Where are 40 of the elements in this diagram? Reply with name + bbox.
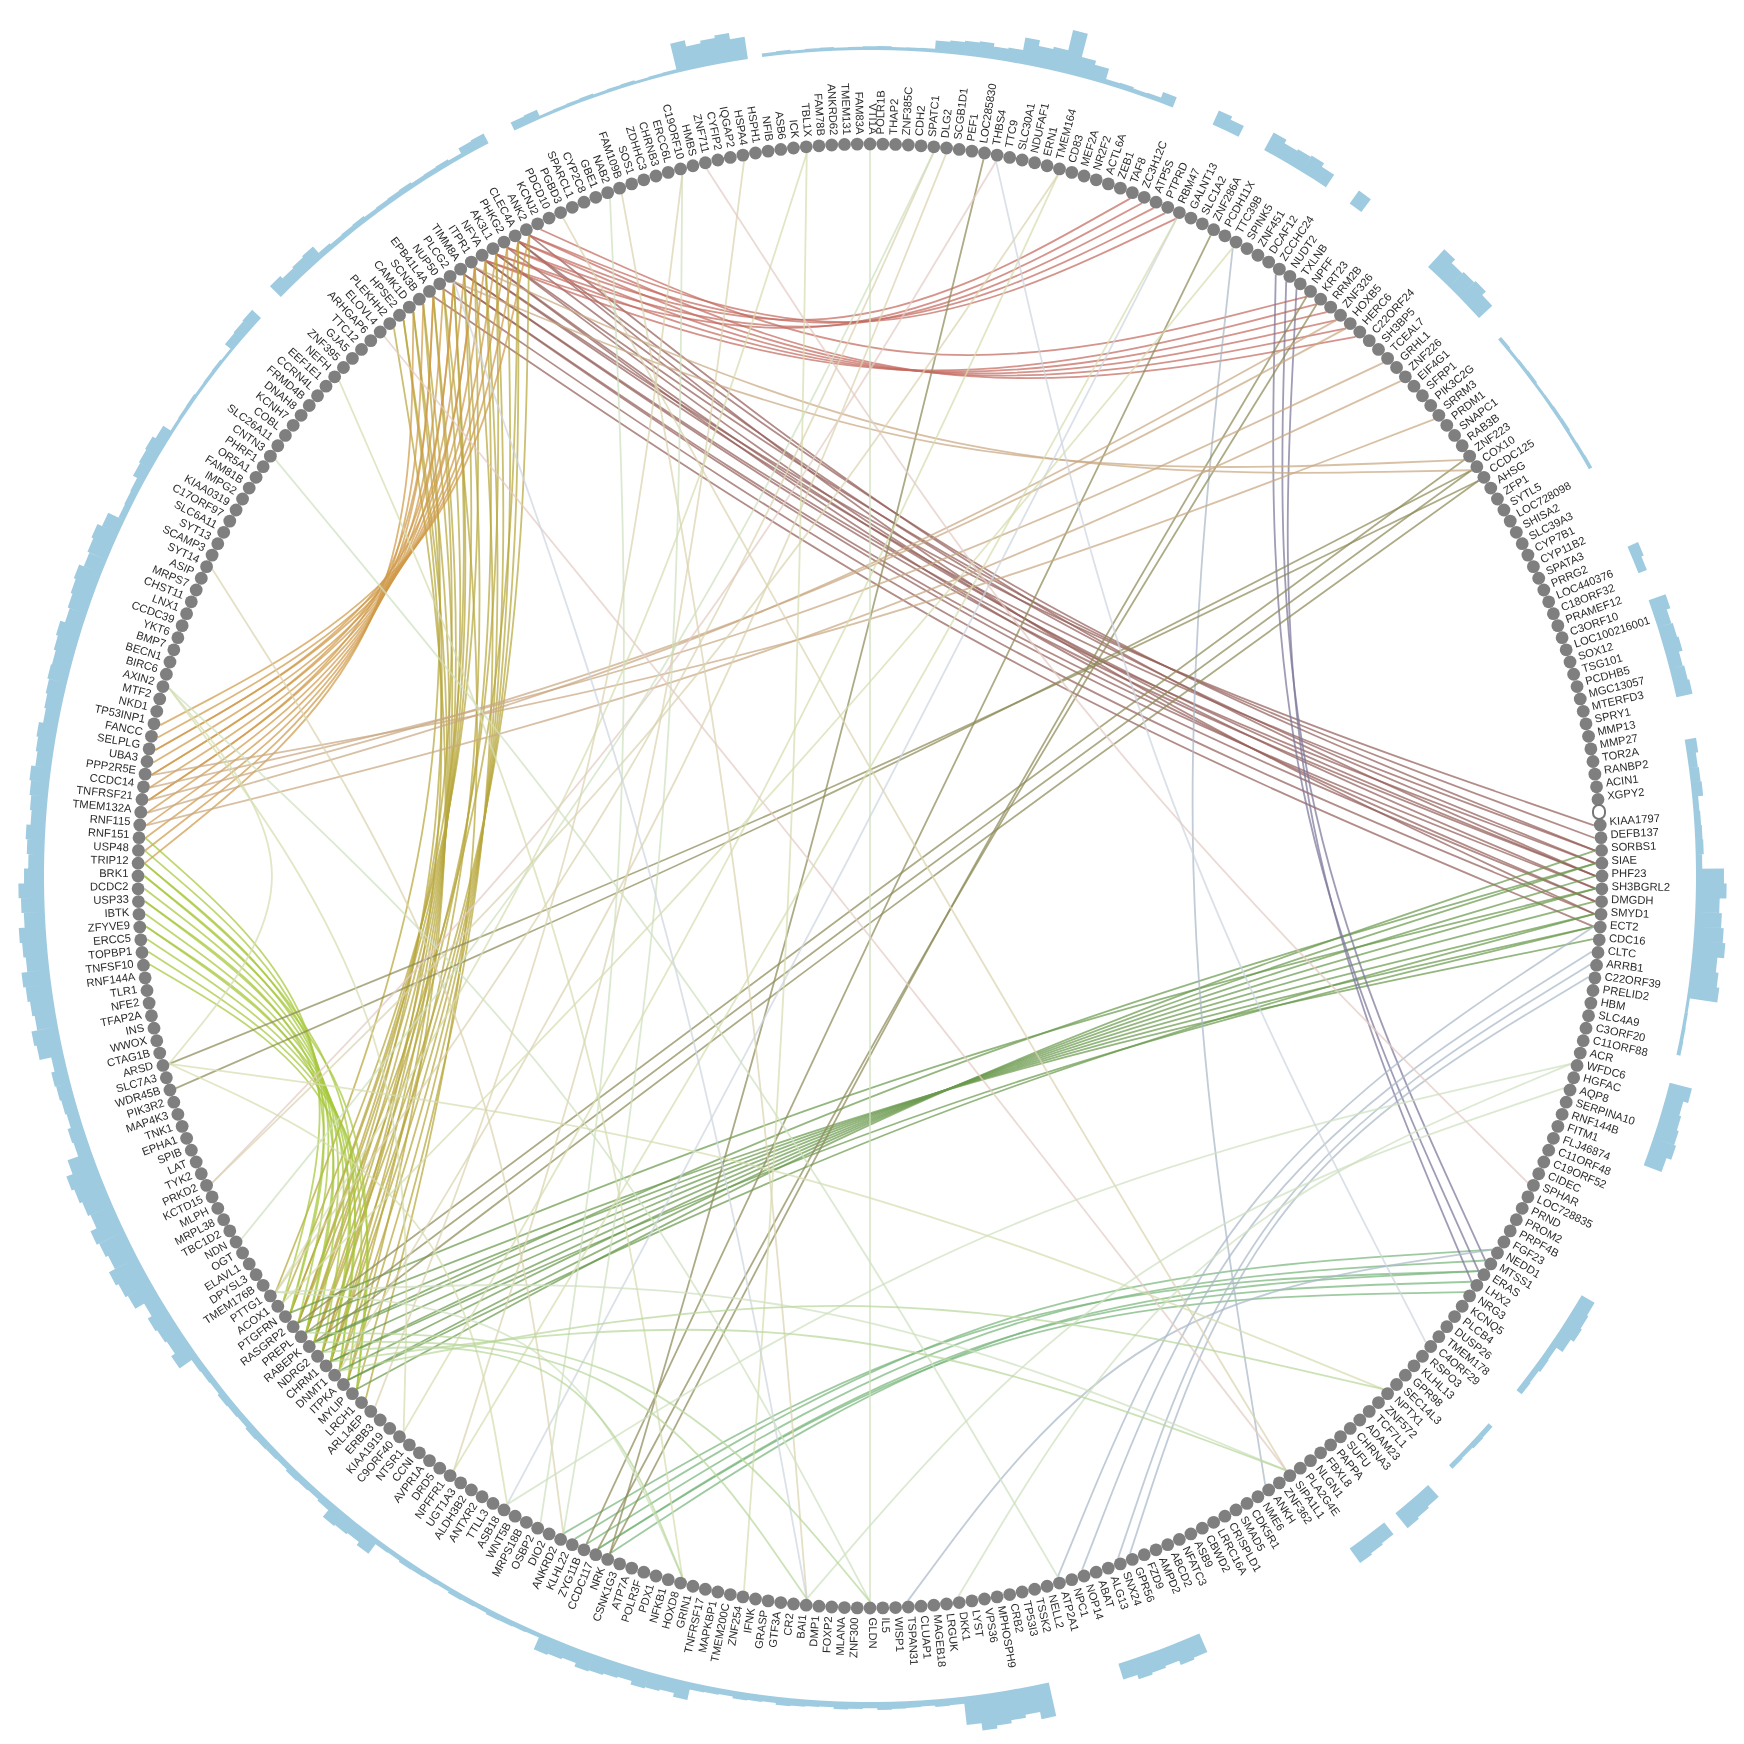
link-curve bbox=[995, 160, 1427, 1344]
link-curve bbox=[274, 152, 808, 1294]
link-curve bbox=[282, 246, 1234, 1304]
link-curve bbox=[743, 152, 808, 1592]
link-curve bbox=[869, 149, 871, 1603]
link-curve bbox=[609, 158, 985, 1555]
link-curve bbox=[585, 234, 1212, 1545]
link-curve bbox=[452, 280, 808, 1600]
link-curve bbox=[506, 1062, 1572, 1506]
link-curve bbox=[1191, 246, 1267, 1486]
link-curve bbox=[338, 1305, 1384, 1390]
link-curve bbox=[338, 380, 684, 1578]
link-curve bbox=[383, 335, 1288, 1472]
link-curve bbox=[305, 1331, 871, 1603]
link-curve bbox=[168, 1062, 1384, 1390]
link-curve bbox=[274, 458, 1059, 1578]
link-curve bbox=[329, 1328, 1288, 1472]
link-curve bbox=[705, 168, 1529, 1184]
link-curve bbox=[274, 1284, 1288, 1472]
link-curve bbox=[402, 174, 1059, 1433]
link-curve bbox=[805, 1087, 1565, 1600]
link-curve bbox=[321, 1346, 684, 1578]
link-curve bbox=[374, 174, 684, 1408]
link-curve bbox=[168, 1062, 509, 1506]
link-curve bbox=[338, 153, 947, 1372]
link-curve bbox=[539, 228, 1308, 356]
link-curve bbox=[562, 174, 684, 1535]
link-curve bbox=[168, 687, 871, 1603]
link-curve bbox=[211, 568, 565, 1535]
link-curve bbox=[452, 160, 745, 1472]
link-curve bbox=[365, 288, 478, 1399]
link-curve bbox=[539, 197, 625, 1524]
link-curve bbox=[562, 217, 1288, 1472]
link-curve bbox=[274, 303, 441, 1294]
link-curve bbox=[907, 1248, 1493, 1602]
link-curve bbox=[957, 1062, 1572, 1598]
link-curve bbox=[150, 418, 1435, 776]
link-curve bbox=[168, 687, 408, 1433]
link-curve bbox=[313, 1341, 808, 1600]
open-circle bbox=[1591, 804, 1607, 820]
